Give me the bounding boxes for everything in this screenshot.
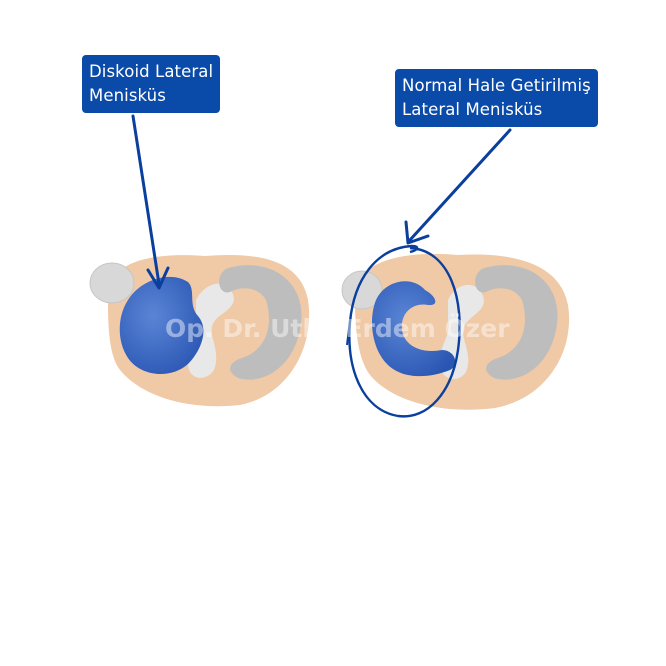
left-arrow xyxy=(131,114,161,286)
right-tibial-plateau xyxy=(341,244,570,418)
left-tibial-plateau xyxy=(89,254,310,407)
highlight-circle xyxy=(348,244,461,418)
normalized-label: Normal Hale Getirilmiş Lateral Menisküs xyxy=(395,69,598,127)
watermark-text: Op. Dr. Utku Erdem Özer xyxy=(165,313,510,343)
discoid-label: Diskoid Lateral Menisküs xyxy=(82,55,221,113)
right-arrow xyxy=(408,128,512,242)
discoid-meniscus xyxy=(119,276,204,375)
normal-meniscus xyxy=(372,281,456,377)
